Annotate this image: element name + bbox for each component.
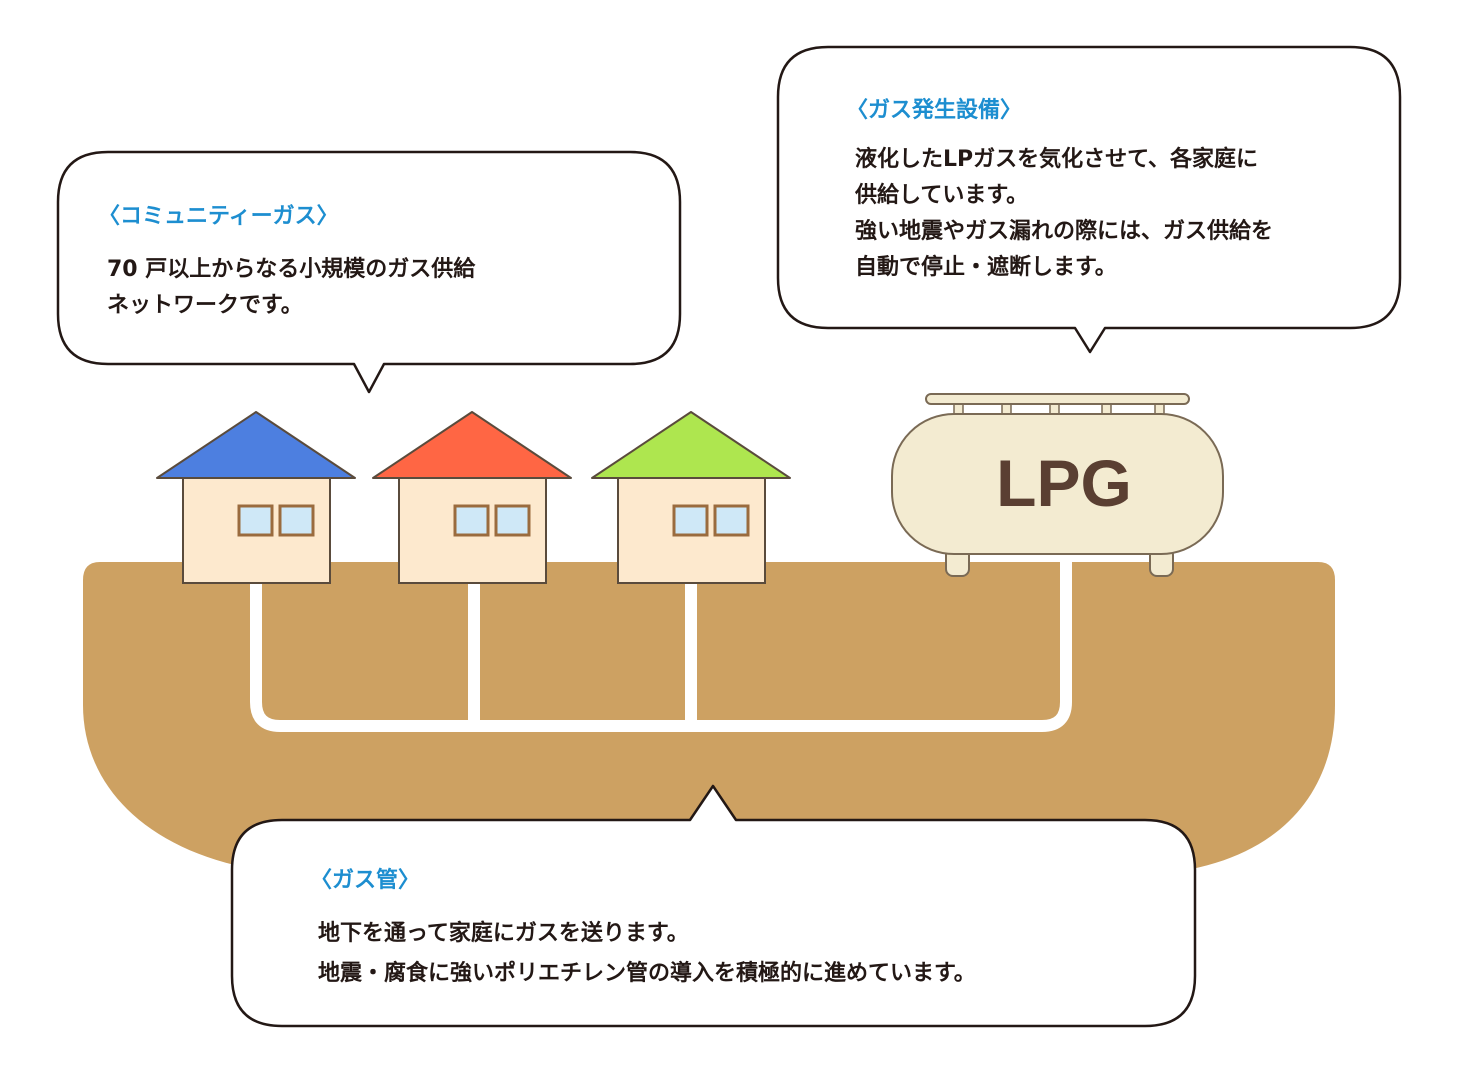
roof-blue: [156, 411, 356, 479]
window: [237, 504, 274, 537]
bubble-community-gas: [56, 150, 682, 394]
pipe-main: [250, 562, 1072, 732]
gas-pipe-line: 地震・腐食に強いポリエチレン管の導入を積極的に進めています。: [318, 961, 976, 986]
gas-pipe-line: 地下を通って家庭にガスを送ります。: [318, 921, 689, 946]
tank-body: [891, 413, 1224, 555]
gas-facility-line: 自動で停止・遮断します。: [855, 255, 1117, 280]
bubble-gas-pipe: [230, 784, 1197, 1028]
ground: [83, 562, 1335, 875]
tank-rail: [925, 393, 1190, 405]
house-blue: [156, 411, 356, 584]
gas-facility-title: 〈ガス発生設備〉: [846, 98, 1023, 123]
gas-facility-line: 液化したLPガスを気化させて、各家庭に: [855, 147, 1259, 172]
community-gas-description: 70 戸以上からなる小規模のガス供給 ネットワークです。: [107, 252, 475, 324]
window: [713, 504, 750, 537]
window: [672, 504, 709, 537]
window: [494, 504, 531, 537]
house-green: [591, 411, 791, 584]
gas-pipe-network: [250, 562, 1072, 732]
tank-label: LPG: [996, 446, 1132, 520]
gas-facility-line: 供給しています。: [855, 183, 1029, 208]
gas-pipe-description: 地下を通って家庭にガスを送ります。 地震・腐食に強いポリエチレン管の導入を積極的…: [318, 914, 976, 994]
bubble-gas-facility: [776, 45, 1402, 354]
gas-pipe-title: 〈ガス管〉: [310, 868, 421, 893]
community-gas-line: 70 戸以上からなる小規模のガス供給: [107, 257, 476, 282]
window: [278, 504, 315, 537]
window: [453, 504, 490, 537]
community-gas-title: 〈コミュニティーガス〉: [98, 204, 339, 229]
gas-facility-line: 強い地震やガス漏れの際には、ガス供給を: [855, 219, 1274, 244]
house-red: [372, 411, 572, 584]
roof-green: [591, 411, 791, 479]
lpg-tank: LPG: [891, 393, 1224, 577]
roof-red: [372, 411, 572, 479]
gas-facility-description: 液化したLPガスを気化させて、各家庭に 供給しています。 強い地震やガス漏れの際…: [855, 142, 1273, 286]
community-gas-line: ネットワークです。: [107, 293, 303, 318]
